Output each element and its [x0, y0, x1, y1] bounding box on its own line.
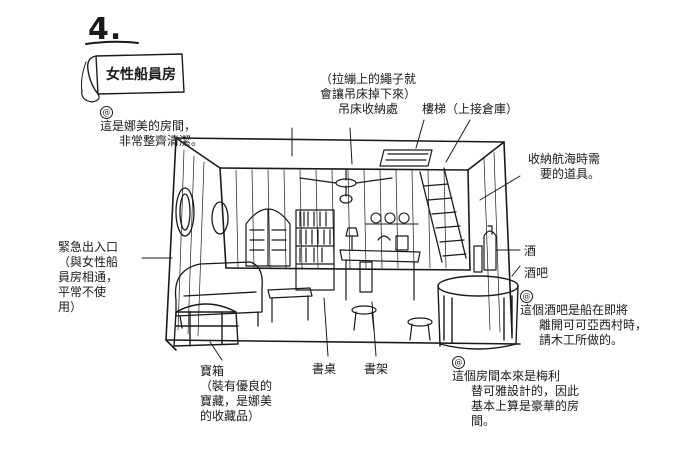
bar-counter-icon — [437, 275, 519, 350]
note-mark-icon: @ — [520, 290, 533, 303]
note-nami-room: @這是娜美的房間， 非常整齊清潔。 — [100, 106, 204, 148]
label-bookshelf: 書架 — [364, 362, 389, 376]
note-nav-storage: 收納航海時需 要的道具。 — [528, 152, 601, 181]
number-underline — [85, 40, 139, 45]
ladder-icon — [419, 167, 467, 263]
treasure-chest-icon — [173, 303, 239, 347]
label-liquor: 酒 — [524, 244, 537, 258]
page-title: 女性船員房 — [106, 67, 176, 83]
note-mark-icon: @ — [100, 106, 113, 119]
label-bar: 酒吧 — [524, 266, 549, 280]
note-mark-icon: @ — [452, 356, 465, 369]
desk-icon — [339, 227, 421, 301]
note-ladder: 樓梯（上接倉庫） — [422, 102, 519, 116]
note-bar-origin: @這個酒吧是船在即將 離開可可亞西村時， 請木工所做的。 — [520, 290, 648, 347]
table-icon — [267, 287, 313, 323]
note-hammock: （拉繃上的繩子就 會讓吊床掉下來） 吊床收納處 — [320, 72, 417, 116]
porthole-icon — [175, 187, 229, 237]
bookshelf-icon — [295, 209, 335, 291]
note-room-origin: @這個房間本來是梅利 替可雅設計的，因此 基本上算是豪華的房 間。 — [452, 356, 580, 428]
note-treasure-chest: 寶箱 （裝有優良的 寶藏，是娜美 的收藏品） — [200, 364, 273, 423]
leader-lines — [141, 119, 521, 361]
stool-icon — [351, 305, 433, 341]
bottles-icon — [473, 225, 497, 273]
note-emergency-exit: 緊急出入口 （與女性船 員房相通， 平常不使 用） — [58, 240, 119, 314]
wall-planks — [177, 149, 501, 337]
room-frame — [165, 137, 521, 351]
ceiling-fan-icon — [299, 169, 393, 204]
arched-cabinet-icon — [245, 208, 291, 267]
title-scroll-icon — [81, 53, 185, 103]
page-number: 4. — [88, 12, 123, 47]
ceiling-hatch-icon — [379, 149, 433, 167]
label-desk: 書桌 — [312, 362, 337, 376]
pots-shelf-icon — [365, 212, 419, 225]
